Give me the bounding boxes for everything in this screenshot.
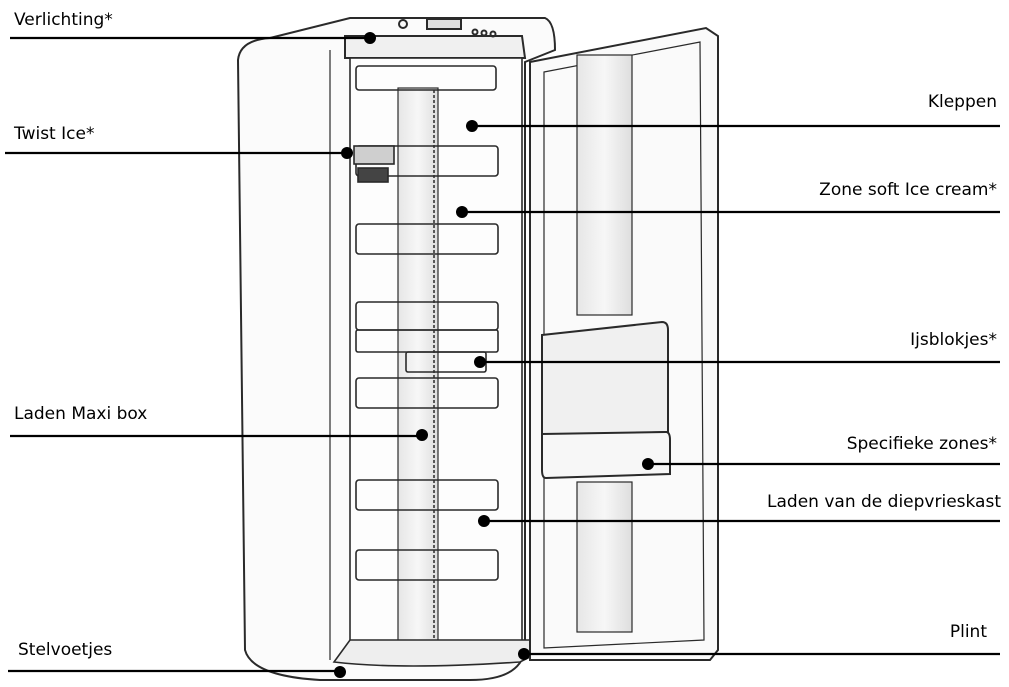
- dot-zone-soft-ice: [456, 206, 468, 218]
- dot-laden-diepvrieskast: [478, 515, 490, 527]
- dot-stelvoetjes: [334, 666, 346, 678]
- label-twist-ice: Twist Ice*: [14, 124, 95, 144]
- dot-laden-maxi-box: [416, 429, 428, 441]
- label-verlichting: Verlichting*: [14, 10, 113, 30]
- label-plint: Plint: [949, 622, 987, 642]
- freezer-interior: [332, 57, 550, 667]
- dot-twist-ice: [341, 147, 353, 159]
- label-zone-soft-ice: Zone soft Ice cream*: [819, 180, 997, 200]
- label-ijsblokjes: Ijsblokjes*: [910, 330, 997, 350]
- label-kleppen: Kleppen: [927, 92, 997, 112]
- dot-kleppen: [466, 120, 478, 132]
- label-stelvoetjes: Stelvoetjes: [18, 640, 113, 660]
- label-specifieke-zones: Specifieke zones*: [846, 434, 997, 454]
- freezer-door: [529, 26, 719, 661]
- leader-lines: [5, 36, 1000, 673]
- dot-verlichting: [364, 32, 376, 44]
- dot-plint: [518, 648, 530, 660]
- label-laden-diepvrieskast: Laden van de diepvrieskast: [767, 492, 1001, 512]
- label-laden-maxi-box: Laden Maxi box: [14, 404, 148, 424]
- dot-ijsblokjes: [474, 356, 486, 368]
- dot-specifieke-zones: [642, 458, 654, 470]
- leader-dots: [334, 32, 654, 678]
